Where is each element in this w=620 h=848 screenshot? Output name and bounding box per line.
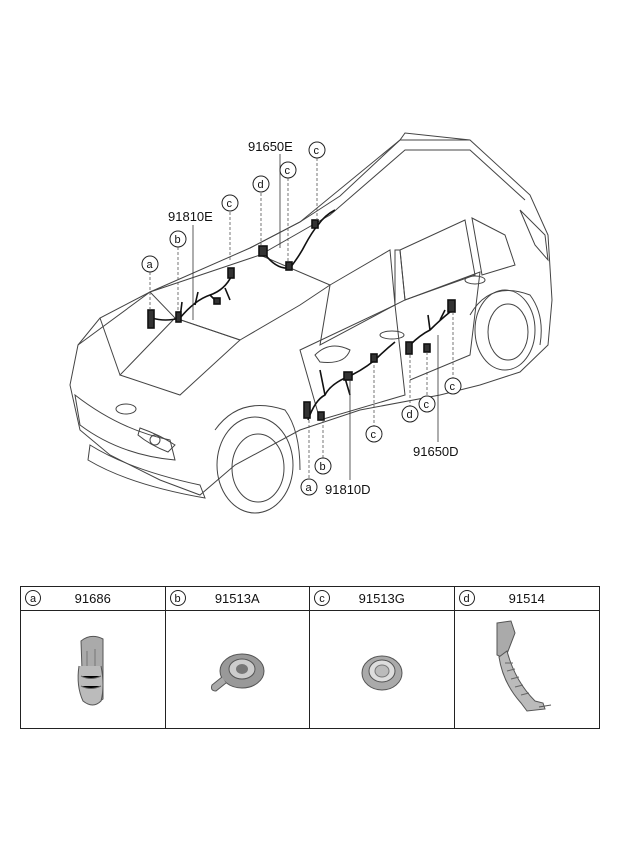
letter-badge-a: a (25, 590, 41, 606)
svg-text:a: a (147, 259, 154, 271)
table-header-b: b 91513A (165, 587, 310, 611)
callout-91810d: 91810D (325, 482, 371, 497)
part-number-d: 91514 (508, 591, 545, 606)
svg-text:d: d (407, 409, 413, 421)
grommet-91686-image (77, 635, 104, 706)
harness-91810e (147, 267, 235, 329)
grommet-91513a-image (210, 653, 264, 692)
callout-91650e: 91650E (248, 139, 293, 154)
parts-table: a 91686 b 91513A c 91513G d 91514 (20, 586, 600, 729)
svg-text:b: b (320, 461, 326, 473)
part-image-cell-c (310, 611, 455, 728)
car-wiring-diagram: 91650E 91810E 91810D 91650D a b c d c c … (69, 132, 553, 514)
svg-text:d: d (258, 179, 264, 191)
letter-bubble-d-top: d (252, 175, 270, 193)
letter-bubble-c-top1: c (221, 194, 239, 212)
part-image-cell-a (21, 611, 166, 728)
table-header-d: d 91514 (454, 587, 599, 611)
svg-text:c: c (314, 145, 320, 157)
letter-badge-c: c (314, 590, 330, 606)
letter-bubble-d-bottom: d (401, 405, 419, 423)
part-number-c: 91513G (358, 591, 405, 606)
letter-bubble-a-top: a (141, 255, 159, 273)
svg-text:c: c (450, 381, 456, 393)
table-header-a: a 91686 (21, 587, 166, 611)
letter-bubble-c-top2: c (279, 161, 297, 179)
part-image-cell-d (455, 611, 600, 728)
svg-text:b: b (175, 234, 181, 246)
part-number-b: 91513A (214, 591, 260, 606)
letter-bubble-b-top: b (169, 230, 187, 248)
callout-91650d: 91650D (413, 444, 459, 459)
svg-text:a: a (306, 482, 313, 494)
letter-bubble-a-bottom: a (300, 478, 318, 496)
part-number-a: 91686 (74, 591, 111, 606)
table-header-c: c 91513G (310, 587, 455, 611)
svg-text:c: c (424, 399, 430, 411)
grommet-91513g-image (361, 655, 403, 691)
letter-badge-b: b (169, 590, 186, 606)
grommet-91514-image (496, 620, 551, 712)
svg-text:c: c (371, 429, 377, 441)
callout-91810e: 91810E (168, 209, 213, 224)
letter-bubble-c-bottom3: c (444, 377, 462, 395)
leader-lines (149, 158, 454, 478)
car-body (69, 132, 553, 514)
letter-bubble-c-bottom2: c (418, 395, 436, 413)
part-image-cell-b (166, 611, 310, 728)
harness-91810d (303, 341, 396, 421)
svg-text:c: c (227, 198, 233, 210)
letter-bubble-c-bottom1: c (365, 425, 383, 443)
svg-text:c: c (285, 165, 291, 177)
harness-91650d (405, 299, 456, 355)
letter-bubble-c-top3: c (308, 141, 326, 159)
harness-91650e (258, 209, 336, 271)
letter-badge-d: d (458, 590, 475, 606)
letter-bubble-b-bottom: b (314, 457, 332, 475)
